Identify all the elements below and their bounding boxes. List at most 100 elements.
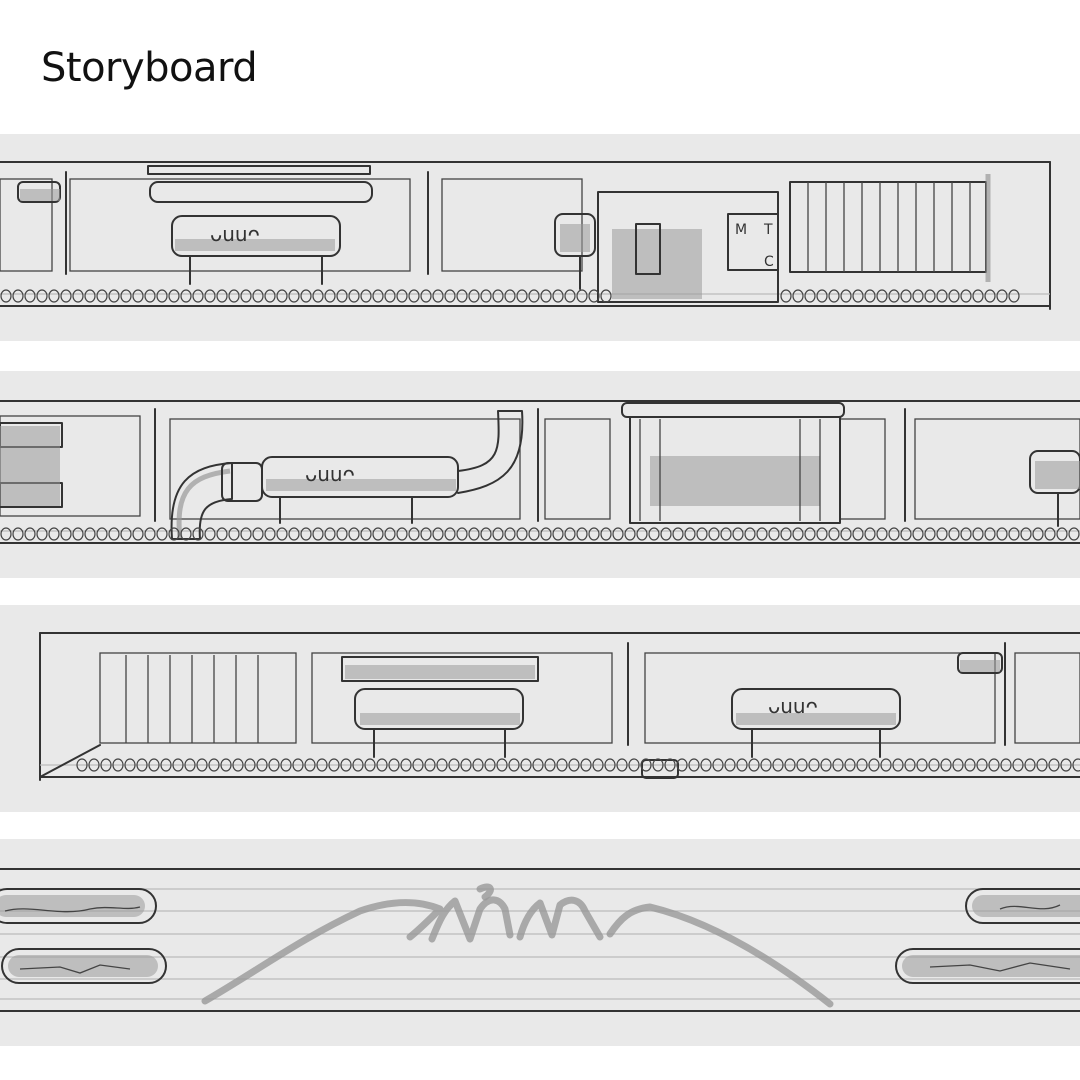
bench-scribble: ᴗuuᴖ [305,462,355,486]
tactile-dot [1020,527,1032,541]
wall-lamp-icon [957,652,1003,674]
tactile-dot [72,527,84,541]
tactile-dot [652,758,664,772]
tactile-dot [792,289,804,303]
tactile-dot [300,527,312,541]
storyboard-panel-4[interactable] [0,839,1080,1046]
tactile-dot [1036,758,1048,772]
tactile-dot [156,527,168,541]
tactile-dot [180,289,192,303]
bench-scribble: ᴗuuᴖ [768,694,818,718]
tactile-dot [516,527,528,541]
tactile-dot [556,758,568,772]
tactile-dot [1068,527,1080,541]
tactile-dot [256,758,268,772]
tactile-dot [96,527,108,541]
tactile-dot [0,527,12,541]
tactile-dot [1056,527,1068,541]
tactile-dot [360,527,372,541]
tactile-dot [840,527,852,541]
tactile-dot [960,527,972,541]
sketch-floor-plan [0,868,1080,1012]
sketch-station-platform: ᴗuuᴖ M T C [0,161,1051,310]
tactile-dot [732,527,744,541]
tactile-dot [412,758,424,772]
tactile-dot [384,289,396,303]
tactile-dot [784,758,796,772]
tactile-dot [1012,758,1024,772]
tactile-dot [760,758,772,772]
storyboard-panel-3[interactable]: ᴗuuᴖ [0,605,1080,812]
tactile-dot [0,289,12,303]
tactile-dot [856,758,868,772]
tactile-dot [924,527,936,541]
tactile-dot [204,289,216,303]
tactile-dot [144,289,156,303]
tactile-dot [720,527,732,541]
tactile-dot [460,758,472,772]
tactile-dot [208,758,220,772]
tactile-dot [48,289,60,303]
tactile-dot [432,289,444,303]
tactile-dot [564,289,576,303]
tactile-dot [688,758,700,772]
tactile-dot [228,289,240,303]
tactile-dot [756,527,768,541]
tactile-dot [892,758,904,772]
tactile-dot [888,527,900,541]
tactile-dot [84,527,96,541]
tactile-dot [624,527,636,541]
tactile-dot [708,527,720,541]
tactile-dot [276,289,288,303]
tactile-dot [504,527,516,541]
tactile-dot [444,527,456,541]
tactile-dot [456,289,468,303]
tactile-dot [564,527,576,541]
tactile-dot [168,527,180,541]
tactile-dot [48,527,60,541]
tactile-dot [1008,289,1020,303]
storyboard-panel-1[interactable]: ᴗuuᴖ M T C [0,134,1080,341]
tactile-dot [684,527,696,541]
tactile-dot [748,758,760,772]
tactile-dot [24,527,36,541]
tactile-dot [876,527,888,541]
bench-scribble: ᴗuuᴖ [210,222,260,246]
tactile-dot [952,758,964,772]
tactile-dot [396,527,408,541]
tactile-dot [388,758,400,772]
tactile-dot [492,289,504,303]
tactile-dot [804,527,816,541]
tactile-dot [468,289,480,303]
tactile-dot [1032,527,1044,541]
tactile-dot [196,758,208,772]
tactile-dot [264,289,276,303]
tactile-dot [940,758,952,772]
tactile-dot [376,758,388,772]
tactile-dot [408,289,420,303]
tactile-dot [156,289,168,303]
tactile-dot [168,289,180,303]
tactile-dot [252,289,264,303]
tactile-dot [736,758,748,772]
tactile-dot [780,527,792,541]
tactile-dot [508,758,520,772]
tactile-dot [768,527,780,541]
tactile-dot [124,758,136,772]
tactile-dot [280,758,292,772]
tactile-dot [120,289,132,303]
tactile-dot [484,758,496,772]
tactile-dot [480,527,492,541]
tactile-dot [408,527,420,541]
tactile-dot [912,527,924,541]
tactile-dot [108,527,120,541]
tactile-dot [984,527,996,541]
storyboard-panel-2[interactable]: ᴗuuᴖ [0,371,1080,578]
tactile-dot [96,289,108,303]
tactile-dot [1072,758,1080,772]
tactile-dot [820,758,832,772]
tactile-dot [552,289,564,303]
tactile-dot [364,758,376,772]
tactile-dot [448,758,460,772]
tactile-dot [1024,758,1036,772]
